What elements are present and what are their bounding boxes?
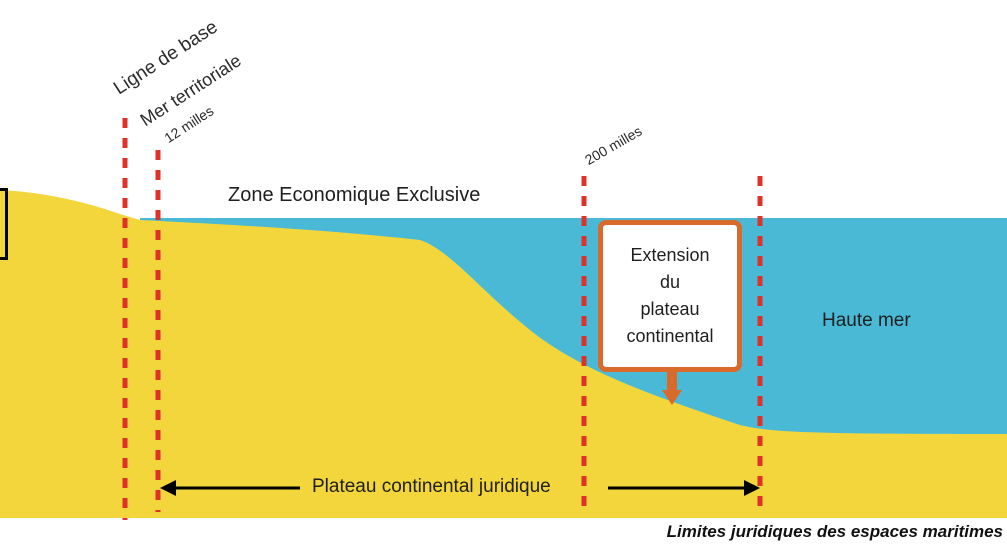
- frame-edge: [0, 188, 8, 260]
- extension-pointer-stem: [667, 370, 677, 392]
- shelf-extension-box: Extension du plateau continental: [598, 220, 742, 372]
- extension-pointer-head: [662, 390, 682, 405]
- legal-shelf-label: Plateau continental juridique: [302, 474, 561, 500]
- diagram-caption: Limites juridiques des espaces maritimes: [666, 522, 1003, 541]
- legal-shelf-arrowhead-right: [744, 480, 760, 496]
- shelf-extension-label: Extension du plateau continental: [626, 245, 714, 346]
- continental-shelf-land: [0, 190, 1007, 518]
- eez-label: Zone Economique Exclusive: [228, 184, 481, 206]
- legal-shelf-arrowhead-left: [160, 480, 176, 496]
- high-sea-label: Haute mer: [822, 310, 911, 331]
